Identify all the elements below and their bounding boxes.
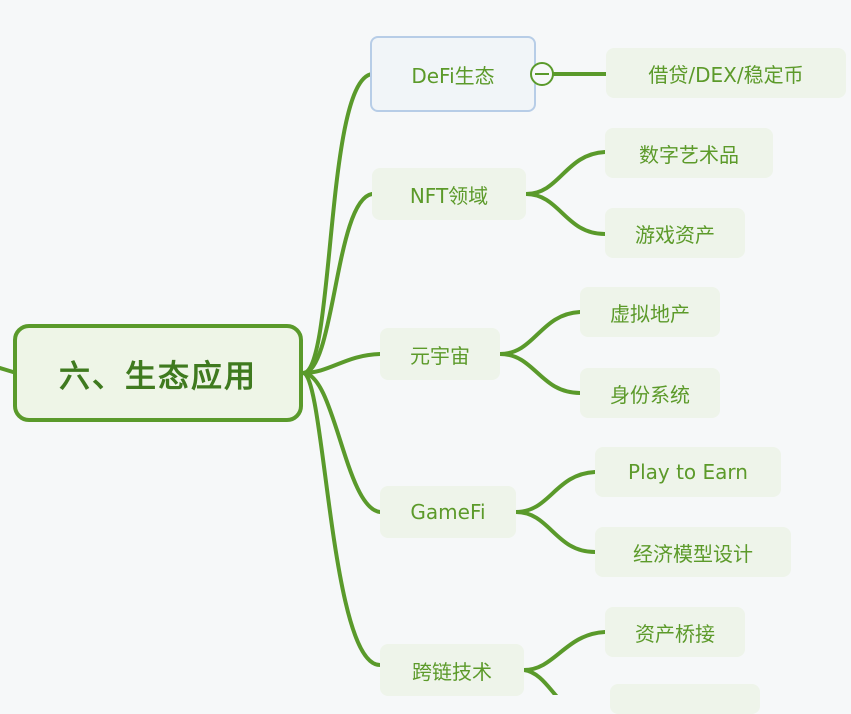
branch-crosschain[interactable]: 跨链技术: [380, 644, 524, 696]
branch-defi[interactable]: DeFi生态: [370, 36, 536, 112]
leaf-play-to-earn[interactable]: Play to Earn: [595, 447, 781, 497]
leaf-identity-system[interactable]: 身份系统: [580, 368, 720, 418]
leaf-digital-art[interactable]: 数字艺术品: [605, 128, 773, 178]
connector-metaverse-leaf-1: [498, 310, 582, 356]
mindmap-connectors: [0, 72, 608, 695]
leaf-asset-bridge[interactable]: 资产桥接: [605, 607, 745, 657]
root-node[interactable]: 六、生态应用: [13, 324, 303, 422]
connector-root-crosschain: [301, 371, 382, 667]
branch-metaverse[interactable]: 元宇宙: [380, 328, 500, 380]
connector-nft-leaf-1: [524, 150, 607, 196]
connector-crosschain-leaf-1: [522, 630, 607, 672]
leaf-game-assets[interactable]: 游戏资产: [605, 208, 745, 258]
connector-nft-leaf-2: [524, 192, 607, 236]
collapse-toggle-icon[interactable]: [530, 62, 554, 86]
connector-gamefi-leaf-2: [514, 510, 597, 554]
connector-gamefi-leaf-1: [514, 470, 597, 514]
leaf-economic-model[interactable]: 经济模型设计: [595, 527, 791, 577]
branch-nft[interactable]: NFT领域: [372, 168, 526, 220]
connector-left-stub: [0, 366, 15, 374]
connector-root-gamefi: [301, 371, 382, 514]
connector-root-nft: [301, 192, 374, 375]
connector-crosschain-leaf-2: [522, 668, 559, 695]
leaf-lending-dex-stablecoin[interactable]: 借贷/DEX/稳定币: [606, 48, 846, 98]
branch-gamefi[interactable]: GameFi: [380, 486, 516, 538]
connector-root-defi: [301, 72, 374, 375]
leaf-partial-offscreen: [610, 684, 760, 714]
connector-root-metaverse: [301, 352, 382, 375]
connector-metaverse-leaf-2: [498, 352, 582, 395]
leaf-virtual-land[interactable]: 虚拟地产: [580, 287, 720, 337]
